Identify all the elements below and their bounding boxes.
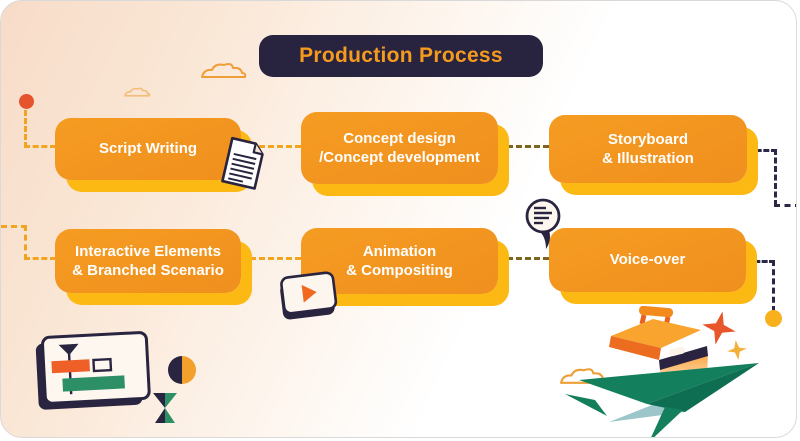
process-box-label: Interactive Elements & Branched Scenario — [72, 242, 224, 280]
flow-line — [24, 145, 56, 148]
flow-line — [498, 145, 549, 148]
process-box-interactive-elements: Interactive Elements & Branched Scenario — [55, 229, 241, 293]
cloud-icon — [201, 63, 247, 78]
process-box-label: Concept design /Concept development — [319, 129, 480, 167]
flow-line — [1, 225, 27, 228]
toolbox-plane-illustration — [565, 306, 759, 437]
flow-line — [498, 257, 549, 260]
page-title: Production Process — [299, 44, 503, 67]
play-icon — [301, 284, 317, 303]
flow-line — [772, 260, 775, 312]
flow-line — [241, 257, 301, 260]
process-box-label: Animation & Compositing — [346, 242, 453, 280]
flow-line — [241, 145, 301, 148]
flow-line — [24, 110, 27, 148]
hourglass-icon — [153, 393, 177, 423]
paper-plane-icon — [565, 363, 759, 437]
flow-line — [747, 260, 775, 263]
cloud-icon — [124, 87, 151, 97]
process-box-label: Script Writing — [98, 140, 198, 158]
flow-line — [24, 257, 56, 260]
star-icon — [702, 311, 736, 345]
speech-bubble-icon — [525, 198, 561, 249]
process-box-label: Voice-over — [609, 251, 686, 269]
document-icon — [221, 136, 264, 190]
flow-line — [774, 149, 777, 206]
half-circle-icon — [168, 356, 196, 384]
process-box-voice-over: Voice-over — [549, 228, 746, 292]
flow-start-dot — [19, 94, 34, 109]
flow-line — [24, 225, 27, 260]
process-box-concept-design: Concept design /Concept development — [301, 112, 498, 184]
gantt-chart-icon — [35, 331, 151, 410]
video-player-icon — [280, 271, 338, 320]
process-box-script-writing: Script Writing — [55, 118, 241, 180]
star-icon — [727, 340, 747, 360]
process-box-label: Storyboard & Illustration — [602, 130, 694, 168]
flow-line — [748, 149, 777, 152]
flow-line — [774, 204, 796, 207]
title-pill: Production Process — [259, 35, 543, 77]
process-box-storyboard-illustration: Storyboard & Illustration — [549, 115, 747, 183]
flow-end-dot — [765, 310, 782, 327]
